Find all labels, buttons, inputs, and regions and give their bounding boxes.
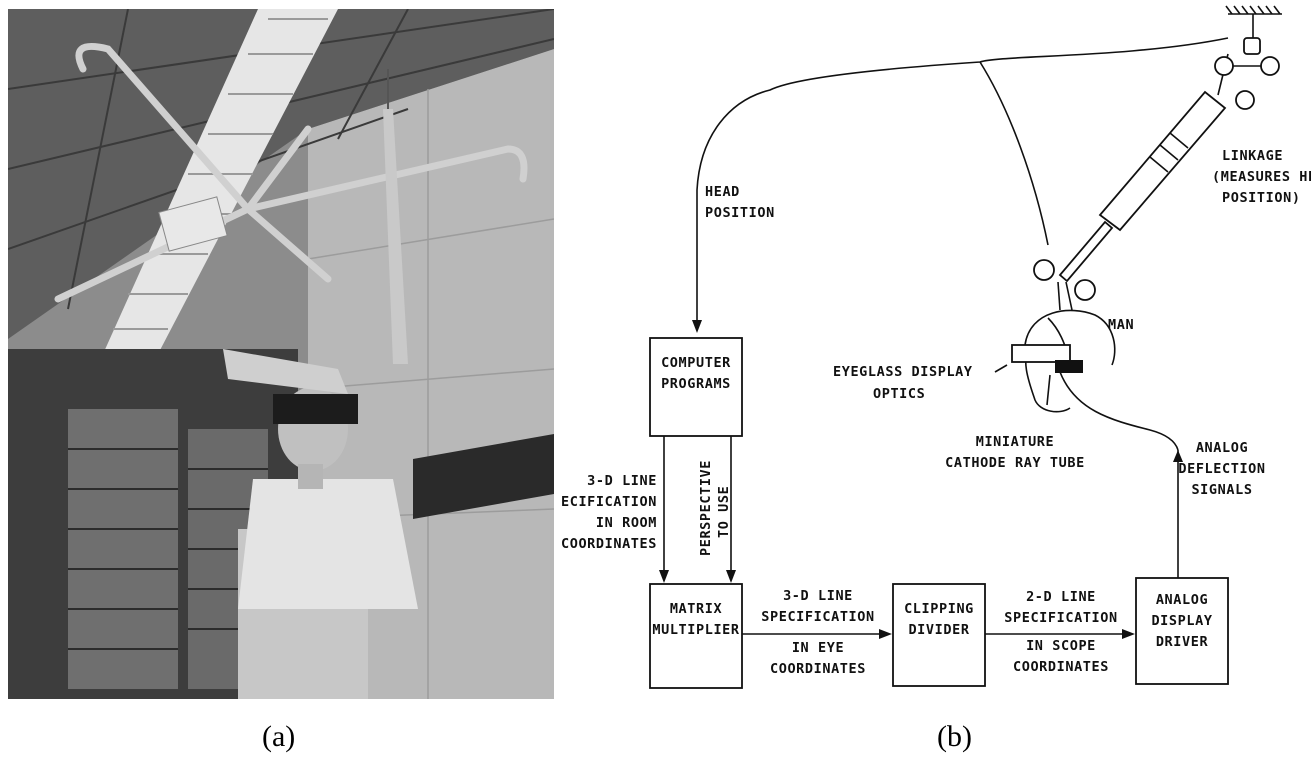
photo-panel — [8, 9, 554, 699]
room-line-4: COORDINATES — [561, 536, 657, 552]
eye-line-2: SPECIFICATION — [761, 609, 874, 625]
crt-line-1: MINIATURE — [976, 434, 1055, 450]
linkage-line-2: (MEASURES HEAD — [1212, 169, 1311, 185]
head-position-label: HEAD POSITION — [705, 184, 775, 221]
head-position-line-2: POSITION — [705, 205, 775, 221]
ceiling-mount — [1225, 5, 1282, 55]
linkage-label: LINKAGE (MEASURES HEAD POSITION) — [1212, 148, 1311, 206]
room-line-1: 3-D LINE — [587, 473, 657, 489]
eyeglass-line-1: EYEGLASS DISPLAY — [833, 364, 973, 380]
linkage-line-1: LINKAGE — [1222, 148, 1283, 164]
crt-line-2: CATHODE RAY TUBE — [945, 455, 1085, 471]
man-head-figure — [1011, 309, 1179, 451]
eye-line-1: 3-D LINE — [783, 588, 853, 604]
eye-line-3: IN EYE — [792, 640, 844, 656]
eye-coordinates-label: 3-D LINE SPECIFICATION IN EYE COORDINATE… — [761, 588, 874, 677]
system-diagram: COMPUTER PROGRAMS MATRIX MULTIPLIER CLIP… — [560, 5, 1311, 689]
scope-line-4: COORDINATES — [1013, 659, 1109, 675]
scope-coordinates-label: 2-D LINE SPECIFICATION IN SCOPE COORDINA… — [1004, 589, 1117, 675]
deflection-line-3: SIGNALS — [1191, 482, 1252, 498]
head-position-cable — [696, 37, 1229, 330]
linkage-arm — [1033, 53, 1280, 311]
perspective-line-1: PERSPECTIVE — [698, 460, 714, 556]
man-label: MAN — [1108, 317, 1134, 333]
eyeglass-label: EYEGLASS DISPLAY OPTICS — [833, 364, 973, 402]
matrix-multiplier-label-1: MATRIX — [670, 601, 722, 617]
scope-line-2: SPECIFICATION — [1004, 610, 1117, 626]
crt-pointer — [1046, 374, 1051, 406]
computer-programs-label-2: PROGRAMS — [661, 376, 731, 392]
eyeglass-pointer — [994, 364, 1008, 373]
room-line-2: SPECIFICATION — [560, 494, 657, 510]
clipping-divider-box: CLIPPING DIVIDER — [892, 583, 986, 687]
analog-display-driver-box: ANALOG DISPLAY DRIVER — [1135, 577, 1229, 685]
room-line-3: IN ROOM — [596, 515, 657, 531]
matrix-multiplier-box: MATRIX MULTIPLIER — [649, 583, 743, 689]
caption-b: (b) — [937, 720, 972, 753]
crt-label: MINIATURE CATHODE RAY TUBE — [945, 434, 1085, 471]
analog-deflection-label: ANALOG DEFLECTION SIGNALS — [1178, 440, 1265, 498]
head-position-line-1: HEAD — [705, 184, 740, 200]
computer-programs-label-1: COMPUTER — [661, 355, 731, 371]
scope-line-3: IN SCOPE — [1026, 638, 1096, 654]
deflection-line-2: DEFLECTION — [1178, 461, 1265, 477]
perspective-label: PERSPECTIVE TO USE — [698, 460, 732, 556]
analog-display-driver-label-1: ANALOG — [1156, 592, 1208, 608]
clipping-divider-label-1: CLIPPING — [904, 601, 974, 617]
linkage-line-3: POSITION) — [1222, 190, 1301, 206]
room-coordinates-label: 3-D LINE SPECIFICATION IN ROOM COORDINAT… — [560, 473, 657, 552]
eye-line-4: COORDINATES — [770, 661, 866, 677]
deflection-line-1: ANALOG — [1196, 440, 1248, 456]
eyeglass-line-2: OPTICS — [873, 386, 925, 402]
linkage-cable — [979, 61, 1049, 246]
analog-display-driver-label-3: DRIVER — [1156, 634, 1209, 650]
computer-programs-box: COMPUTER PROGRAMS — [649, 337, 743, 437]
analog-display-driver-label-2: DISPLAY — [1151, 613, 1212, 629]
matrix-multiplier-label-2: MULTIPLIER — [652, 622, 740, 638]
head-mounted-display-photo — [8, 9, 554, 699]
clipping-divider-label-2: DIVIDER — [908, 622, 969, 638]
caption-a: (a) — [262, 720, 296, 753]
scope-line-1: 2-D LINE — [1026, 589, 1096, 605]
perspective-line-2: TO USE — [716, 486, 732, 538]
flow-arrows — [659, 436, 1135, 639]
